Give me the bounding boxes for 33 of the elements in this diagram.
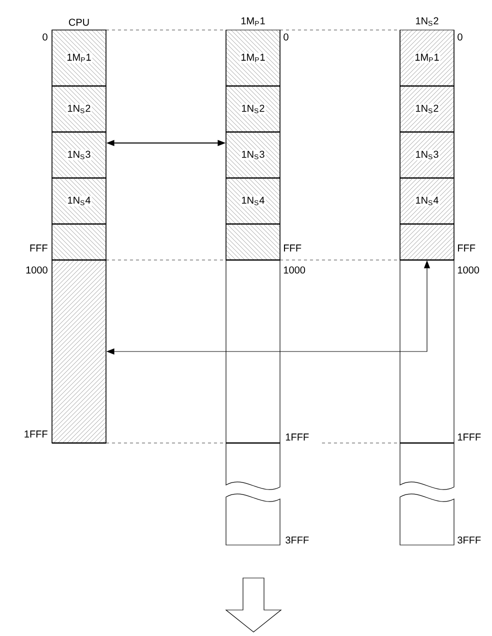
node-label: 1M$_{P}$1 [241, 17, 265, 26]
node-label: FFF [458, 244, 476, 252]
memory-block [52, 260, 106, 444]
memory-block: 1N$_{S}$2 [52, 86, 106, 133]
node-label: 3FFF [286, 536, 309, 544]
memory-block: 1N$_{S}$3 [400, 132, 454, 179]
memory-block: 1N$_{S}$2 [226, 86, 280, 133]
memory-block: 1N$_{S}$3 [226, 132, 280, 179]
memory-block: 1M$_{P}$1 [226, 30, 280, 87]
node-label: FFF [284, 244, 302, 252]
memory-block: 1N$_{S}$4 [400, 178, 454, 225]
node-label: 1000 [458, 266, 480, 274]
node-label: 0 [284, 33, 288, 41]
node-label: 1FFF [286, 434, 309, 440]
memory-block: 1N$_{S}$3 [52, 132, 106, 179]
node-label: 0 [42, 33, 48, 41]
node-label: 0 [458, 33, 462, 41]
node-label: 1FFF [458, 434, 481, 440]
node-label: 1N$_{S}$2 [416, 17, 438, 26]
memory-block: 1M$_{P}$1 [52, 30, 106, 87]
node-label: CPU [68, 18, 89, 26]
node-label: FFF [30, 244, 48, 252]
node-label: 1FFF [24, 430, 48, 438]
node-label: 1000 [26, 266, 48, 274]
memory-block: 1N$_{S}$2 [400, 86, 454, 133]
memory-block [52, 224, 106, 261]
node-label: 1000 [284, 266, 306, 274]
memory-block: 1N$_{S}$4 [52, 178, 106, 225]
memory-block [226, 224, 280, 261]
memory-block: 1M$_{P}$1 [400, 30, 454, 87]
memory-block [400, 224, 454, 261]
node-label: 3FFF [458, 536, 481, 544]
memory-block: 1N$_{S}$4 [226, 178, 280, 225]
